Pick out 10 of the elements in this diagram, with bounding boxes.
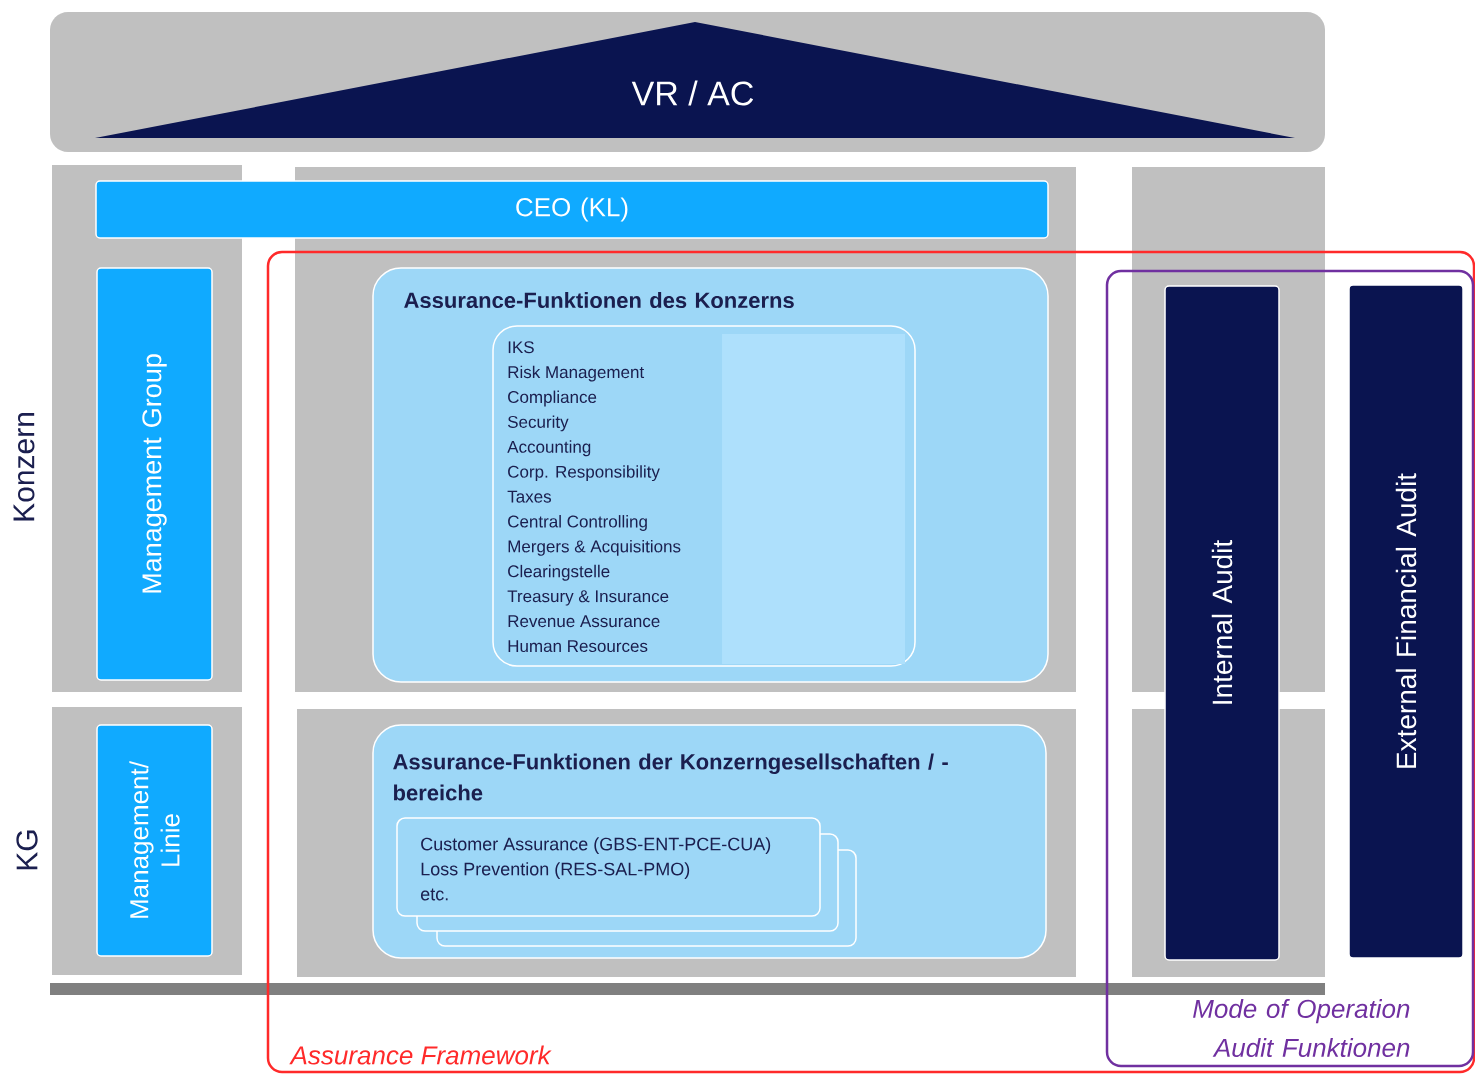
column-box: Internal Audit (1164, 285, 1280, 961)
side-label: KG (16, 830, 38, 870)
list-box: IKS Risk Management Compliance Security Accounting Corp. Responsibility Taxes Central Controlling Mergers & Acquisitions Clearingstelle Treasury & Insurance Revenue Assurance Human Resources (492, 325, 916, 667)
stacked-cards: Customer Assurance (GBS-ENT-PCE-CUA) Loss Prevention (RES-SAL-PMO) etc. (396, 817, 857, 947)
ceo-bar: CEO (KL) (95, 180, 1049, 239)
column-box: Management/ Linie (96, 724, 213, 957)
roof-triangle: VR / AC (95, 22, 1295, 138)
side-label: Konzern (13, 413, 35, 521)
column-box: Management Group (96, 267, 213, 681)
column-box: External Financial Audit (1348, 284, 1464, 959)
